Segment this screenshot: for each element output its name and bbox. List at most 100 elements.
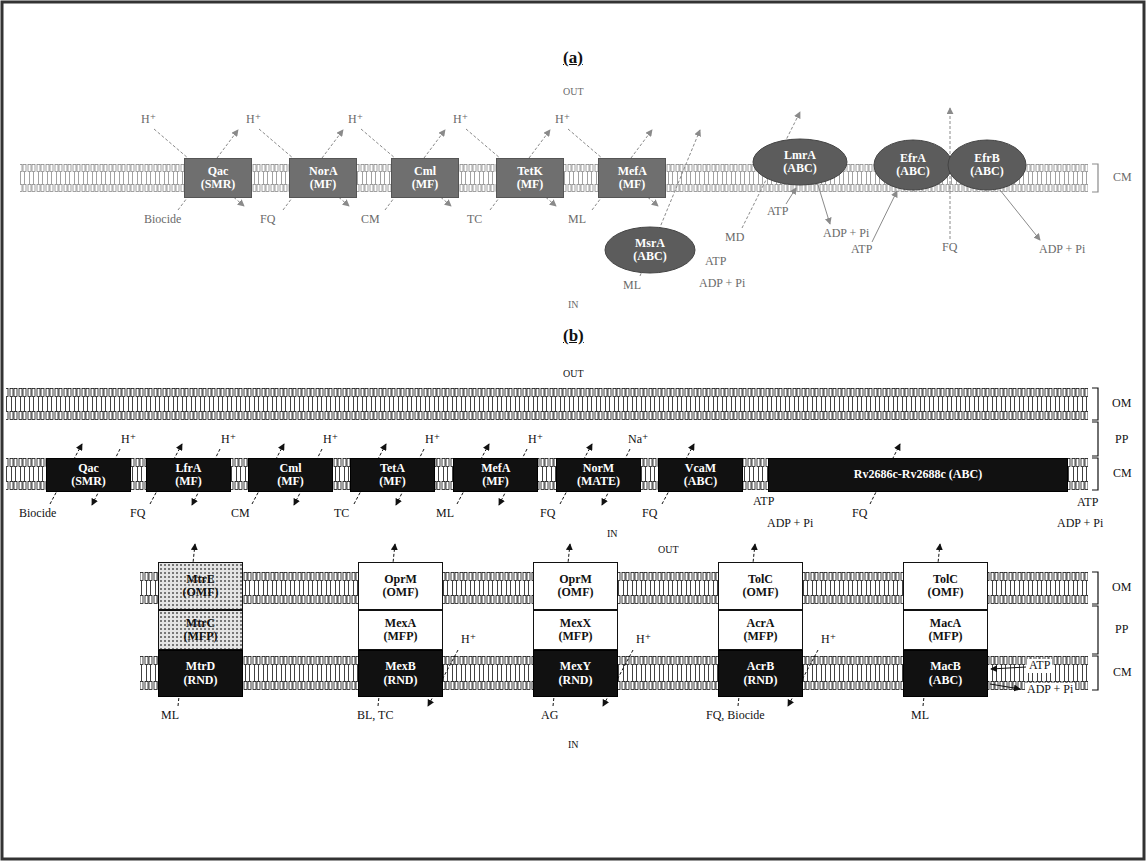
membrane-fusion-protein-box: MexX (MFP) xyxy=(533,610,618,650)
annotation-label: ML xyxy=(909,709,931,723)
protein-name: TetK (MF) xyxy=(517,165,544,191)
annotation-label: H⁺ xyxy=(139,113,158,127)
outer-membrane-factor-box: TolC (OMF) xyxy=(718,562,803,610)
efflux-pump-box: TetK (MF) xyxy=(496,158,564,198)
annotation-label: FQ xyxy=(640,507,659,521)
text-block: AcrA (MFP) xyxy=(744,617,778,643)
annotation-label: H⁺ xyxy=(244,113,263,127)
inner-membrane-pump-box: MtrD (RND) xyxy=(158,650,243,697)
annotation-label: OM xyxy=(1110,397,1133,411)
protein-name: TolC (OMF) xyxy=(743,573,779,599)
annotation-label: AG xyxy=(539,709,560,723)
annotation-label: ADP + Pi xyxy=(821,227,871,241)
protein-name: EfrA (ABC) xyxy=(896,152,929,178)
annotation-label: ADP + Pi xyxy=(765,517,815,531)
abc-transporter-ellipse: LmrA (ABC) xyxy=(752,138,848,186)
annotation-label: ATP xyxy=(849,243,874,257)
inner-membrane-pump-box: MacB (ABC) xyxy=(903,650,988,697)
membrane-fusion-protein-box: MacA (MFP) xyxy=(903,610,988,650)
annotation-label: Biocide xyxy=(142,213,183,227)
protein-name: Qac (SMR) xyxy=(71,462,106,488)
efflux-pump-box: MefA (MF) xyxy=(598,158,666,198)
lipid-bilayer xyxy=(6,164,1088,690)
stippled-protein-box: MtrE (OMF) xyxy=(158,562,243,610)
inner-membrane-pump-box: MexB (RND) xyxy=(358,650,443,697)
abc-transporter-box: Rv2686c-Rv2688c (ABC) xyxy=(768,458,1068,492)
text-block: TetA (MF) xyxy=(379,462,406,488)
outer-membrane-factor-box: TolC (OMF) xyxy=(903,562,988,610)
text-block: MexX (MFP) xyxy=(559,617,593,643)
protein-name: EfrB (ABC) xyxy=(970,152,1003,178)
protein-name: MefA (MF) xyxy=(481,462,510,488)
text-block: MacA (MFP) xyxy=(929,617,963,643)
protein-name: LmrA (ABC) xyxy=(783,149,816,175)
annotation-label: ATP xyxy=(703,255,728,269)
efflux-pump-box: Cml (MF) xyxy=(391,158,459,198)
efflux-pump-box: Qac (SMR) xyxy=(46,458,131,492)
annotation-label: ADP + Pi xyxy=(1037,243,1087,257)
panel-label: (b) xyxy=(561,326,586,346)
text-block: MefA (MF) xyxy=(481,462,510,488)
panel-label: (a) xyxy=(561,48,585,68)
protein-name: TolC (OMF) xyxy=(928,573,964,599)
text-block: LfrA (MF) xyxy=(175,462,202,488)
annotation-label: BL, TC xyxy=(355,709,395,723)
protein-name: NorA (MF) xyxy=(309,165,337,191)
protein-name: MtrC (MFP) xyxy=(184,617,218,643)
annotation-label: TC xyxy=(332,507,351,521)
protein-name: MexB (RND) xyxy=(384,660,418,686)
annotation-label: CM xyxy=(1111,171,1134,185)
annotation-label: IN xyxy=(605,528,620,540)
efflux-pump-box: Cml (MF) xyxy=(248,458,333,492)
annotation-label: H⁺ xyxy=(219,433,238,447)
annotation-label: ML xyxy=(566,213,588,227)
annotation-label: H⁺ xyxy=(459,633,478,647)
text-block: OprM (OMF) xyxy=(383,573,419,599)
protein-name: MexA (MFP) xyxy=(384,617,418,643)
annotation-label: Biocide xyxy=(17,507,58,521)
protein-name: NorM (MATE) xyxy=(577,462,620,488)
protein-name: MsrA (ABC) xyxy=(633,237,666,263)
efflux-pump-box: TetA (MF) xyxy=(350,458,435,492)
protein-name: Cml (MF) xyxy=(277,462,304,488)
protein-name: LfrA (MF) xyxy=(175,462,202,488)
protein-name: MacA (MFP) xyxy=(929,617,963,643)
text-block: MexA (MFP) xyxy=(384,617,418,643)
protein-name: AcrA (MFP) xyxy=(744,617,778,643)
protein-name: MexY (RND) xyxy=(559,660,593,686)
annotation-label: H⁺ xyxy=(423,433,442,447)
annotation-label: CM xyxy=(229,507,252,521)
text-block: Qac (SMR) xyxy=(201,165,236,191)
text-block: TolC (OMF) xyxy=(743,573,779,599)
annotation-label: ATP xyxy=(1075,496,1100,510)
protein-name: Qac (SMR) xyxy=(201,165,236,191)
protein-name: MtrD (RND) xyxy=(184,660,218,686)
annotation-label: PP xyxy=(1113,433,1130,447)
abc-transporter-ellipse: EfrB (ABC) xyxy=(947,139,1027,191)
annotation-label: ATP xyxy=(1027,659,1052,673)
outer-membrane-factor-box: OprM (OMF) xyxy=(358,562,443,610)
text-block: LmrA (ABC) xyxy=(783,149,816,175)
protein-name: MtrE (OMF) xyxy=(183,573,219,599)
protein-name: OprM (OMF) xyxy=(383,573,419,599)
text-block: Qac (SMR) xyxy=(71,462,106,488)
text-block: MtrD (RND) xyxy=(184,660,218,686)
layer-bracket xyxy=(1092,164,1098,690)
text-block: EfrA (ABC) xyxy=(896,152,929,178)
annotation-label: FQ xyxy=(258,213,277,227)
annotation-label: H⁺ xyxy=(119,433,138,447)
annotation-label: H⁺ xyxy=(819,633,838,647)
text-block: EfrB (ABC) xyxy=(970,152,1003,178)
text-block: MsrA (ABC) xyxy=(633,237,666,263)
outer-membrane-factor-box: OprM (OMF) xyxy=(533,562,618,610)
annotation-label: FQ xyxy=(538,507,557,521)
efflux-pump-box: Qac (SMR) xyxy=(184,158,252,198)
efflux-pump-box: MefA (MF) xyxy=(453,458,538,492)
efflux-pump-box: NorM (MATE) xyxy=(556,458,641,492)
protein-name: VcaM (ABC) xyxy=(684,462,717,488)
efflux-pump-box: LfrA (MF) xyxy=(146,458,231,492)
annotation-label: OUT xyxy=(561,368,586,380)
annotation-label: IN xyxy=(566,299,581,311)
